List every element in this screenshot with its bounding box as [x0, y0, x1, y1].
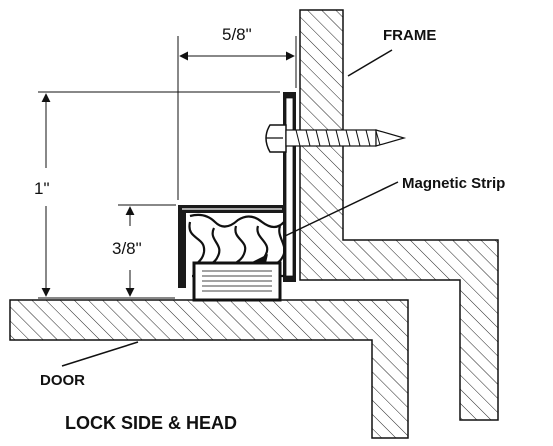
dim-height-1: 1"	[34, 179, 50, 198]
frame-section	[299, 9, 499, 421]
dim-height-3-8: 3/8"	[112, 239, 142, 258]
magnetic-strip-label: Magnetic Strip	[402, 175, 505, 192]
diagram-title: LOCK SIDE & HEAD	[65, 413, 237, 433]
magnet-hatching	[202, 270, 272, 292]
door-section	[9, 299, 409, 439]
frame-leader	[347, 49, 393, 77]
dimension-lines	[38, 36, 297, 299]
door-leader	[61, 341, 139, 367]
magnetic-strip-leader	[284, 181, 399, 237]
frame-label: FRAME	[383, 27, 436, 44]
door-label: DOOR	[40, 372, 85, 389]
screw	[265, 124, 407, 153]
dim-width-5-8: 5/8"	[222, 25, 252, 44]
